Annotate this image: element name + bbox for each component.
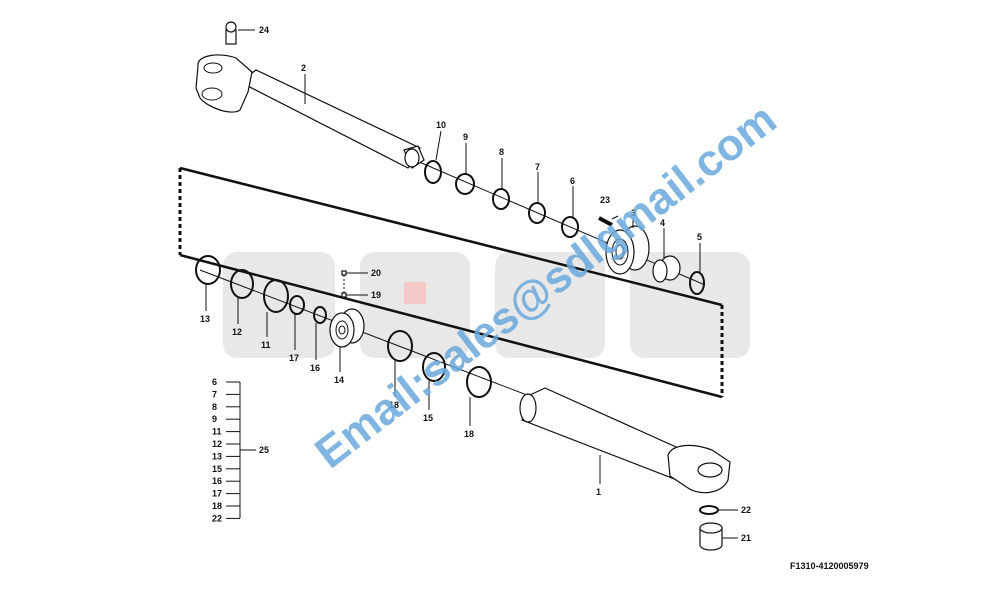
callout-7: 7 <box>535 162 540 172</box>
callout-10: 10 <box>436 120 446 130</box>
seal-6 <box>561 216 579 238</box>
figure-code: F1310-4120005979 <box>790 561 869 571</box>
ring-8 <box>492 188 510 210</box>
callout-9: 9 <box>463 132 468 142</box>
seal-9 <box>455 173 475 195</box>
ring-22 <box>699 505 719 515</box>
guide-ring <box>652 255 681 283</box>
callout-11: 11 <box>261 340 271 350</box>
kit-member-22: 22 <box>212 513 222 523</box>
callout-4: 4 <box>660 218 665 228</box>
kit-member-6: 6 <box>212 377 217 387</box>
bushing-21 <box>699 522 723 551</box>
callout-14: 14 <box>334 375 344 385</box>
callout-1: 1 <box>596 487 601 497</box>
kit-member-12: 12 <box>212 439 222 449</box>
callout-5: 5 <box>697 232 702 242</box>
callout-15: 15 <box>423 413 433 423</box>
callout-18-left: 18 <box>389 400 399 410</box>
callout-17: 17 <box>289 353 299 363</box>
callout-2: 2 <box>301 63 306 73</box>
callout-13: 13 <box>200 314 210 324</box>
ring-13 <box>195 255 221 285</box>
callout-19: 19 <box>371 290 381 300</box>
kit-member-7: 7 <box>212 389 217 399</box>
kit-member-11: 11 <box>212 427 222 437</box>
ring-17 <box>289 295 305 315</box>
kit-member-9: 9 <box>212 414 217 424</box>
kit-member-13: 13 <box>212 451 222 461</box>
kit-member-17: 17 <box>212 489 222 499</box>
leader-lines <box>205 29 738 539</box>
lower-axis-line <box>199 269 541 401</box>
cylinder-barrel <box>519 387 731 494</box>
ring-16 <box>313 306 327 324</box>
callout-24: 24 <box>259 25 269 35</box>
callout-21: 21 <box>741 533 751 543</box>
kit-member-18: 18 <box>212 501 222 511</box>
bolt <box>598 216 613 227</box>
callout-25: 25 <box>259 445 269 455</box>
kit-member-8: 8 <box>212 402 217 412</box>
callout-16: 16 <box>310 363 320 373</box>
callout-6: 6 <box>570 176 575 186</box>
piston <box>329 308 365 348</box>
kit-member-15: 15 <box>212 464 222 474</box>
callout-18-right: 18 <box>464 429 474 439</box>
plug-20 <box>341 270 347 276</box>
plug-19 <box>341 292 347 298</box>
dashed-frame <box>178 168 724 397</box>
callout-labels: 24 2 10 9 8 7 6 23 3 4 5 20 19 13 12 11 … <box>200 25 751 543</box>
ring-11 <box>263 279 289 313</box>
callout-22: 22 <box>741 505 751 515</box>
ring-10 <box>424 160 442 184</box>
ring-18-right <box>466 366 492 398</box>
callout-12: 12 <box>232 327 242 337</box>
callout-20: 20 <box>371 268 381 278</box>
frame-lines <box>179 166 723 399</box>
kit-bracket: 25 6 7 8 9 11 12 13 15 16 17 18 22 <box>212 377 269 523</box>
ring-18-left <box>387 330 413 362</box>
callout-3: 3 <box>631 208 636 218</box>
cylinder-head <box>605 225 650 275</box>
piston-rod <box>195 21 425 169</box>
callout-23: 23 <box>600 195 610 205</box>
ring-5 <box>689 271 705 295</box>
ring-12 <box>230 269 254 299</box>
ring-7 <box>528 202 546 224</box>
callout-8: 8 <box>499 147 504 157</box>
kit-member-16: 16 <box>212 476 222 486</box>
ring-15 <box>422 352 446 382</box>
